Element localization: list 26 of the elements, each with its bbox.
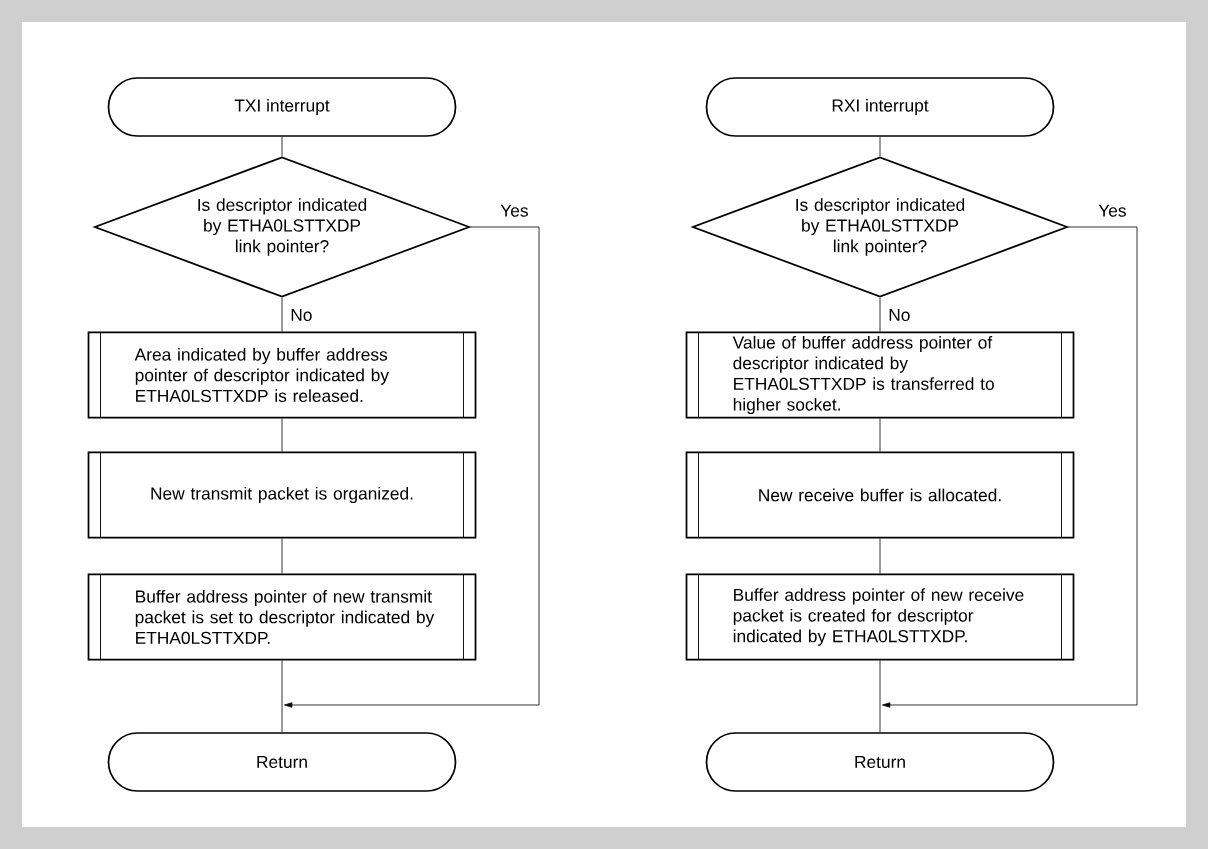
process-box: Value of buffer address pointer of descriptor indicated by ETHA0LSTTXDP is transferred to higher socket.	[685, 331, 1075, 419]
connector-line	[281, 660, 283, 733]
edge-label: No	[291, 308, 312, 322]
process-box: Buffer address pointer of new receive packet is created for descriptor indicated by ETHA0LSTTXDP.	[685, 573, 1075, 661]
connector-line	[879, 538, 881, 574]
terminal-box: TXI interrupt	[107, 77, 457, 137]
edge-label: Yes	[500, 204, 528, 217]
connector-line	[281, 297, 283, 332]
connector-line	[284, 226, 540, 708]
connector-line	[879, 136, 881, 157]
edge-label: Yes	[1098, 204, 1126, 217]
terminal-box: Return	[107, 732, 457, 792]
edge-label: No	[889, 308, 910, 322]
connector-line	[882, 226, 1138, 708]
connector-line	[281, 538, 283, 574]
process-box: Area indicated by buffer address pointer of descriptor indicated by ETHA0LSTTXDP is released.	[87, 331, 477, 419]
process-box: New transmit packet is organized.	[87, 451, 477, 539]
terminal-box: Return	[705, 732, 1055, 792]
connector-line	[281, 418, 283, 452]
connector-line	[281, 136, 283, 157]
process-box: New receive buffer is allocated.	[685, 451, 1075, 539]
process-box: Buffer address pointer of new transmit packet is set to descriptor indicated by ETHA0LSTTXDP.	[87, 573, 477, 661]
connector-line	[879, 660, 881, 733]
connector-line	[879, 418, 881, 452]
connector-line	[879, 297, 881, 332]
terminal-box: RXI interrupt	[705, 77, 1055, 137]
